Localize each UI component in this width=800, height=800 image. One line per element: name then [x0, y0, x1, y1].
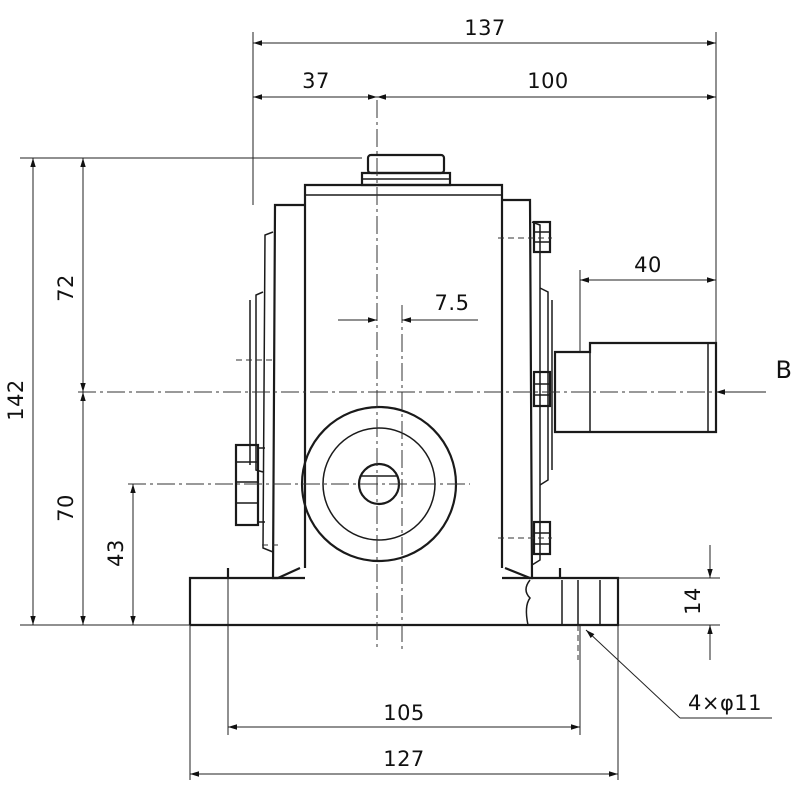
- dim-overall-width-top: 137: [464, 16, 506, 40]
- dim-offset-small: 7.5: [435, 291, 470, 315]
- dim-base-thickness: 14: [681, 587, 705, 615]
- dim-base-width: 127: [383, 747, 425, 771]
- right-cover: [502, 198, 534, 580]
- dim-shaft-offset: 37: [302, 69, 330, 93]
- dim-height-total: 142: [4, 379, 28, 421]
- extension-lines: [20, 32, 720, 780]
- top-cap: [360, 153, 452, 187]
- left-bolt: [234, 443, 260, 527]
- base-plate: [188, 566, 620, 627]
- dimension-labels: 137 37 100 40 7.5 142 72 70 43 14 105 12…: [4, 16, 792, 771]
- input-shaft: [553, 341, 718, 434]
- dim-shaft-to-edge: 100: [527, 69, 569, 93]
- hole-callout: 4×φ11: [688, 691, 762, 715]
- dimension-lines: [30, 40, 772, 777]
- dim-bolt-spacing: 105: [383, 701, 425, 725]
- dim-output-height: 43: [104, 539, 128, 567]
- dim-shaft-extension: 40: [634, 253, 662, 277]
- center-lines: [78, 100, 760, 660]
- housing: [303, 183, 504, 568]
- dim-height-upper: 72: [54, 274, 78, 302]
- view-marker-b: B: [776, 356, 793, 384]
- dim-height-lower: 70: [54, 494, 78, 522]
- gearbox-body: [188, 153, 718, 627]
